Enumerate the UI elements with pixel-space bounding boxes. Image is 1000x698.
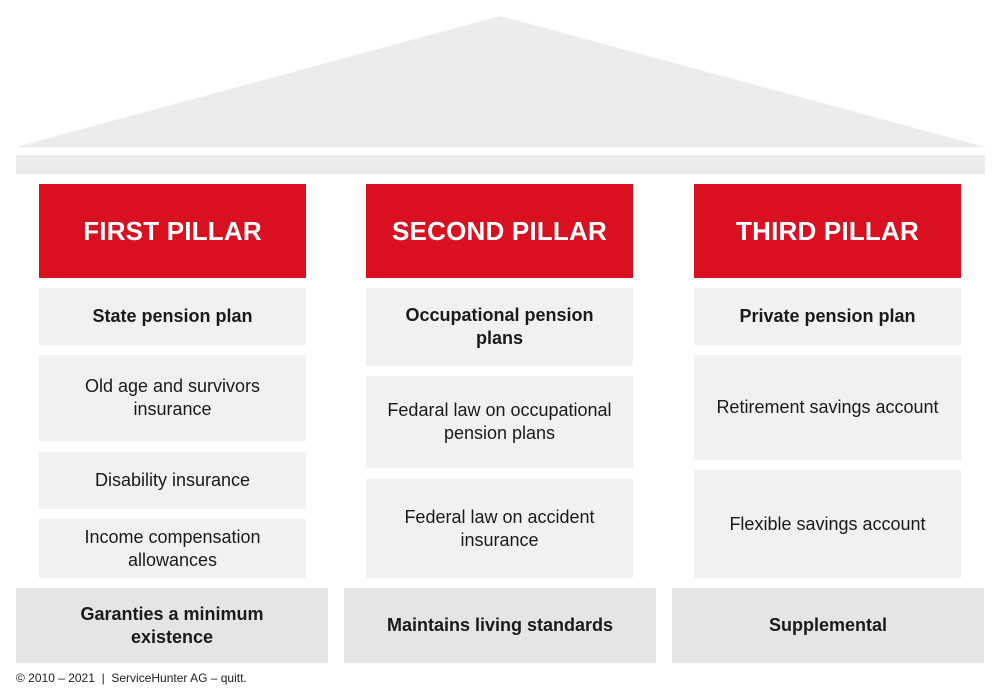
second-pillar-row-1: Occupational pension plans — [366, 288, 633, 366]
roof-graphic — [16, 16, 985, 174]
roof-beam — [16, 155, 985, 174]
copyright-footer: © 2010 – 2021 | ServiceHunter AG – quitt… — [16, 671, 247, 685]
third-pillar-row-3: Flexible savings account — [694, 470, 961, 578]
second-pillar-row-2: Fedaral law on occupational pension plan… — [366, 376, 633, 468]
first-pillar-row-1: State pension plan — [39, 288, 306, 345]
first-pillar-row-2: Old age and survivors insurance — [39, 355, 306, 441]
first-pillar-row-3: Disability insurance — [39, 452, 306, 509]
third-pillar-row-1: Private pension plan — [694, 288, 961, 345]
first-pillar-header: FIRST PILLAR — [39, 184, 306, 278]
first-pillar-row-4: Income compensation allowances — [39, 519, 306, 578]
second-pillar-row-3: Federal law on accident insurance — [366, 479, 633, 578]
third-pillar-base: Supplemental — [672, 588, 984, 663]
first-pillar-base: Garanties a minimum existence — [16, 588, 328, 663]
second-pillar-base: Maintains living standards — [344, 588, 656, 663]
second-pillar-header: SECOND PILLAR — [366, 184, 633, 278]
third-pillar-row-2: Retirement savings account — [694, 355, 961, 460]
roof-triangle — [16, 16, 985, 147]
third-pillar-header: THIRD PILLAR — [694, 184, 961, 278]
